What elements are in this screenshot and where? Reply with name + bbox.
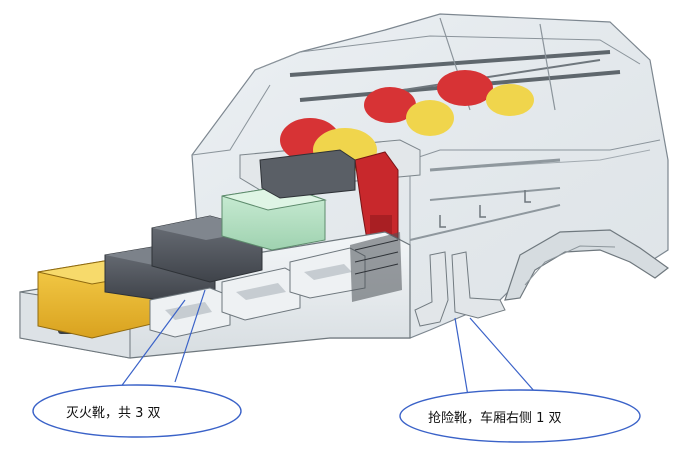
rescue-boots xyxy=(414,251,506,327)
yellow-helmet xyxy=(486,84,534,116)
leader-line-right-a xyxy=(454,317,469,397)
callout-leaders xyxy=(119,289,536,397)
leader-line-right-b xyxy=(469,317,536,393)
callout-left-text: 灭火靴，共 3 双 xyxy=(66,406,161,421)
interior-fittings xyxy=(409,158,561,241)
fire-boots xyxy=(149,247,366,338)
leader-line-left-b xyxy=(174,289,206,383)
leader-line-left-a xyxy=(119,299,186,389)
callout-bubble-right xyxy=(399,389,641,443)
red-helmet xyxy=(364,87,416,123)
stored-equipment xyxy=(37,149,356,339)
callout-bubble-left xyxy=(32,384,242,438)
drawer-rail xyxy=(350,232,402,302)
callout-right-text: 抢险靴，车厢右侧 1 双 xyxy=(428,411,562,426)
wheel-arch xyxy=(504,229,670,301)
red-helmet xyxy=(437,70,493,106)
yellow-helmet xyxy=(406,100,454,136)
